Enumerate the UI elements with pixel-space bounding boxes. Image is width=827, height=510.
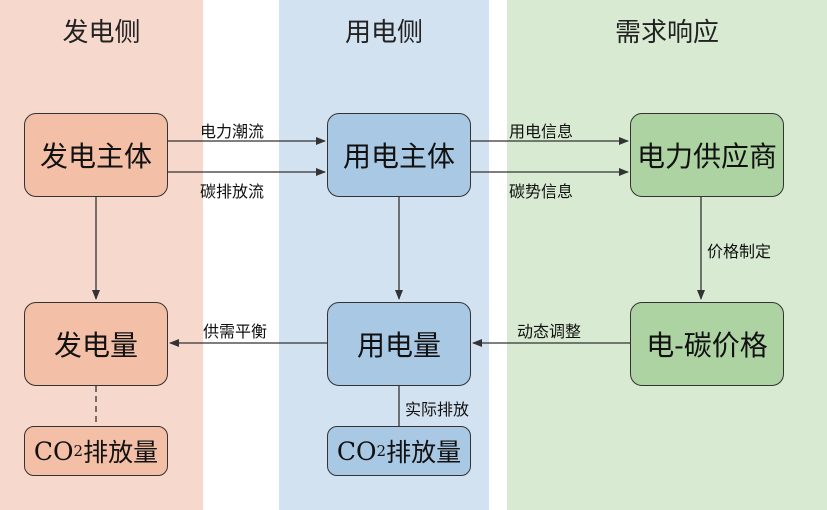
label-balance: 供需平衡	[203, 322, 268, 341]
co2-suffix: 排放量	[386, 438, 462, 467]
label-actual-emission: 实际排放	[405, 400, 470, 419]
panel-title-demand-response: 需求响应	[614, 18, 719, 48]
node-consumption-amount: 用电量	[327, 302, 471, 386]
label-carbon-flow: 碳排放流	[200, 182, 265, 201]
co2-subscript: 2	[376, 442, 387, 460]
label-usage-info: 用电信息	[509, 122, 574, 141]
node-generation-entity: 发电主体	[24, 113, 168, 197]
label-dynamic-adjust: 动态调整	[517, 322, 582, 341]
node-power-carbon-price: 电-碳价格	[630, 302, 784, 386]
co2-prefix: CO	[336, 436, 377, 466]
panel-generation-side: 发电侧	[0, 0, 203, 510]
co2-suffix: 排放量	[83, 438, 159, 467]
label-power-flow: 电力潮流	[200, 122, 265, 141]
panel-demand-response: 需求响应	[507, 0, 827, 510]
panel-title-generation: 发电侧	[62, 18, 141, 48]
co2-subscript: 2	[73, 442, 84, 460]
node-generation-amount: 发电量	[24, 302, 168, 386]
label-pricing: 价格制定	[707, 242, 772, 261]
co2-prefix: CO	[33, 436, 74, 466]
panel-consumption-side: 用电侧	[279, 0, 489, 510]
label-carbon-info: 碳势信息	[509, 182, 574, 201]
node-consumption-entity: 用电主体	[327, 113, 471, 197]
panel-title-consumption: 用电侧	[344, 18, 423, 48]
node-power-supplier: 电力供应商	[630, 113, 784, 197]
